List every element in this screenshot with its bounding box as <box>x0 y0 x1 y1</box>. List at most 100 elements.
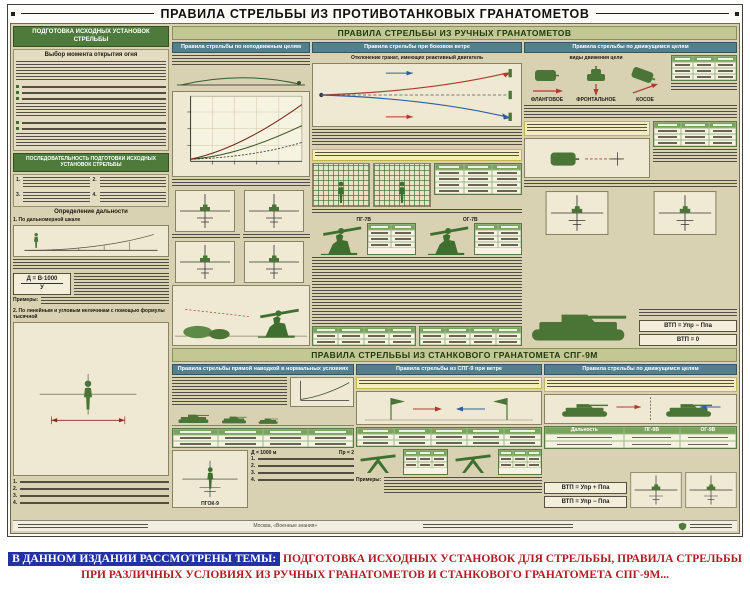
table-cell <box>495 327 521 333</box>
table-cell <box>389 327 415 333</box>
tank-side-icon <box>532 314 627 341</box>
list-item <box>16 85 166 88</box>
text-block <box>74 272 169 295</box>
rangefinder-scale-diagram <box>13 224 169 257</box>
movement-frontal: ФРОНТАЛЬНОЕ <box>575 63 617 103</box>
table-cell <box>498 449 513 456</box>
crosswind-subtitle: Отклонение гранат, имеющих реактивный дв… <box>350 54 484 61</box>
text-block <box>671 82 737 91</box>
imprint-right-text <box>689 523 732 529</box>
bullet-icon <box>16 121 19 124</box>
movement-flank: ФЛАНГОВОЕ <box>526 63 568 103</box>
range-title: Определение дальности <box>54 208 128 215</box>
table-cell <box>526 449 541 456</box>
table-cell <box>435 163 464 170</box>
formula-lead-plus: ВТП = Упр + Ппа <box>544 482 627 494</box>
imprint-strip: Москва, «Военные знания» <box>13 520 737 531</box>
data-table <box>172 427 354 448</box>
table-cell <box>419 327 445 333</box>
correction-tables <box>312 326 522 346</box>
list-item <box>16 127 166 130</box>
movement-label: КОСОЕ <box>636 96 654 103</box>
table-cell <box>263 435 308 441</box>
step-item: 1. <box>16 176 90 189</box>
table-cell <box>338 339 363 345</box>
table-cell <box>404 456 418 462</box>
table-cell <box>715 74 736 80</box>
graph-icon <box>187 95 303 165</box>
target-grid <box>373 162 431 207</box>
range-method-1: 1. По дальномерной шкале <box>13 216 81 223</box>
table-cell <box>504 434 541 440</box>
caption-highlight: В ДАННОМ ИЗДАНИИ РАССМОТРЕНЫ ТЕМЫ: <box>8 552 281 566</box>
caption-text-2: ПРИ РАЗЛИЧНЫХ УСЛОВИЯХ ИЗ РУЧНЫХ ГРАНАТО… <box>81 569 669 581</box>
table-cell <box>418 462 432 468</box>
table-cell <box>693 55 715 62</box>
text-block <box>172 54 310 67</box>
caption-line-2: ПРИ РАЗЛИЧНЫХ УСЛОВИЯХ ИЗ РУЧНЫХ ГРАНАТО… <box>0 567 750 583</box>
table-cell <box>467 434 504 440</box>
table-cell <box>263 441 308 447</box>
target-figure-icon <box>338 181 344 203</box>
table-cell <box>394 434 431 440</box>
table-header: Дальность <box>545 426 624 434</box>
text-block <box>653 148 737 163</box>
lead-table: Дальность ПГ-9В ОГ-9В <box>544 425 737 449</box>
sequence-steps: 1. 2. 3. 4. <box>13 173 169 207</box>
text-block <box>384 476 542 495</box>
table-cell <box>709 134 736 140</box>
table-cell <box>680 441 736 448</box>
list-item <box>16 97 166 100</box>
table-cell <box>363 327 390 333</box>
reticle-icon <box>175 189 235 232</box>
table-cell <box>499 462 513 468</box>
title-rule-right <box>595 13 729 14</box>
left-panel-preparation: ПОДГОТОВКА ИСХОДНЫХ УСТАНОВОК СТРЕЛЬБЫ В… <box>13 26 169 506</box>
table-cell <box>475 242 498 248</box>
table-cell <box>654 134 681 140</box>
text-block <box>172 178 310 188</box>
table-cell <box>430 427 468 434</box>
table-cell <box>445 339 470 345</box>
table-cell <box>467 440 504 446</box>
table-cell <box>263 428 308 435</box>
weapon-label: ОГ-7В <box>462 216 478 223</box>
table-cell <box>672 68 693 74</box>
table-cell <box>504 427 541 434</box>
spg-examples: Д = 1000 м Пр = 2 1. 2. 3. 4. <box>251 450 354 508</box>
weapon-groups: ПГ-7В ОГ-7В <box>312 217 522 255</box>
table-cell <box>420 339 445 345</box>
table-cell <box>715 62 736 68</box>
table-cell <box>681 121 709 128</box>
step-item: 2. <box>93 176 166 189</box>
table-cell <box>470 339 495 345</box>
table-cell <box>681 134 708 140</box>
table-cell <box>389 339 414 345</box>
example-line: 3. <box>13 492 169 499</box>
rangefinder-scale-icon <box>24 232 158 251</box>
reticle-icon <box>244 189 304 232</box>
table-cell <box>512 449 527 456</box>
reticle-thumbs <box>172 189 310 232</box>
table-cell <box>470 327 496 333</box>
table-cell <box>394 440 431 446</box>
data-table <box>418 326 522 346</box>
step-item: 4. <box>93 191 166 204</box>
hand-launchers-section: ПРАВИЛА СТРЕЛЬБЫ ИЗ РУЧНЫХ ГРАНАТОМЕТОВ … <box>172 26 737 346</box>
example-line: 2. <box>13 485 169 492</box>
table-cell <box>475 230 498 236</box>
text-block <box>524 104 737 119</box>
table-cell <box>404 449 419 456</box>
table-cell <box>391 223 415 230</box>
table-cell <box>173 428 218 435</box>
table-cell <box>654 140 681 146</box>
weapon-label: ПГ-7В <box>356 216 372 223</box>
vehicle-silhouettes <box>172 409 354 426</box>
table-cell <box>431 434 468 440</box>
table-cell <box>463 163 493 170</box>
table-cell <box>492 182 521 188</box>
table-cell <box>496 339 521 345</box>
table-cell <box>173 441 218 447</box>
left-panel-title: ПОДГОТОВКА ИСХОДНЫХ УСТАНОВОК СТРЕЛЬБЫ <box>13 26 169 47</box>
bullet-icon <box>16 127 19 130</box>
